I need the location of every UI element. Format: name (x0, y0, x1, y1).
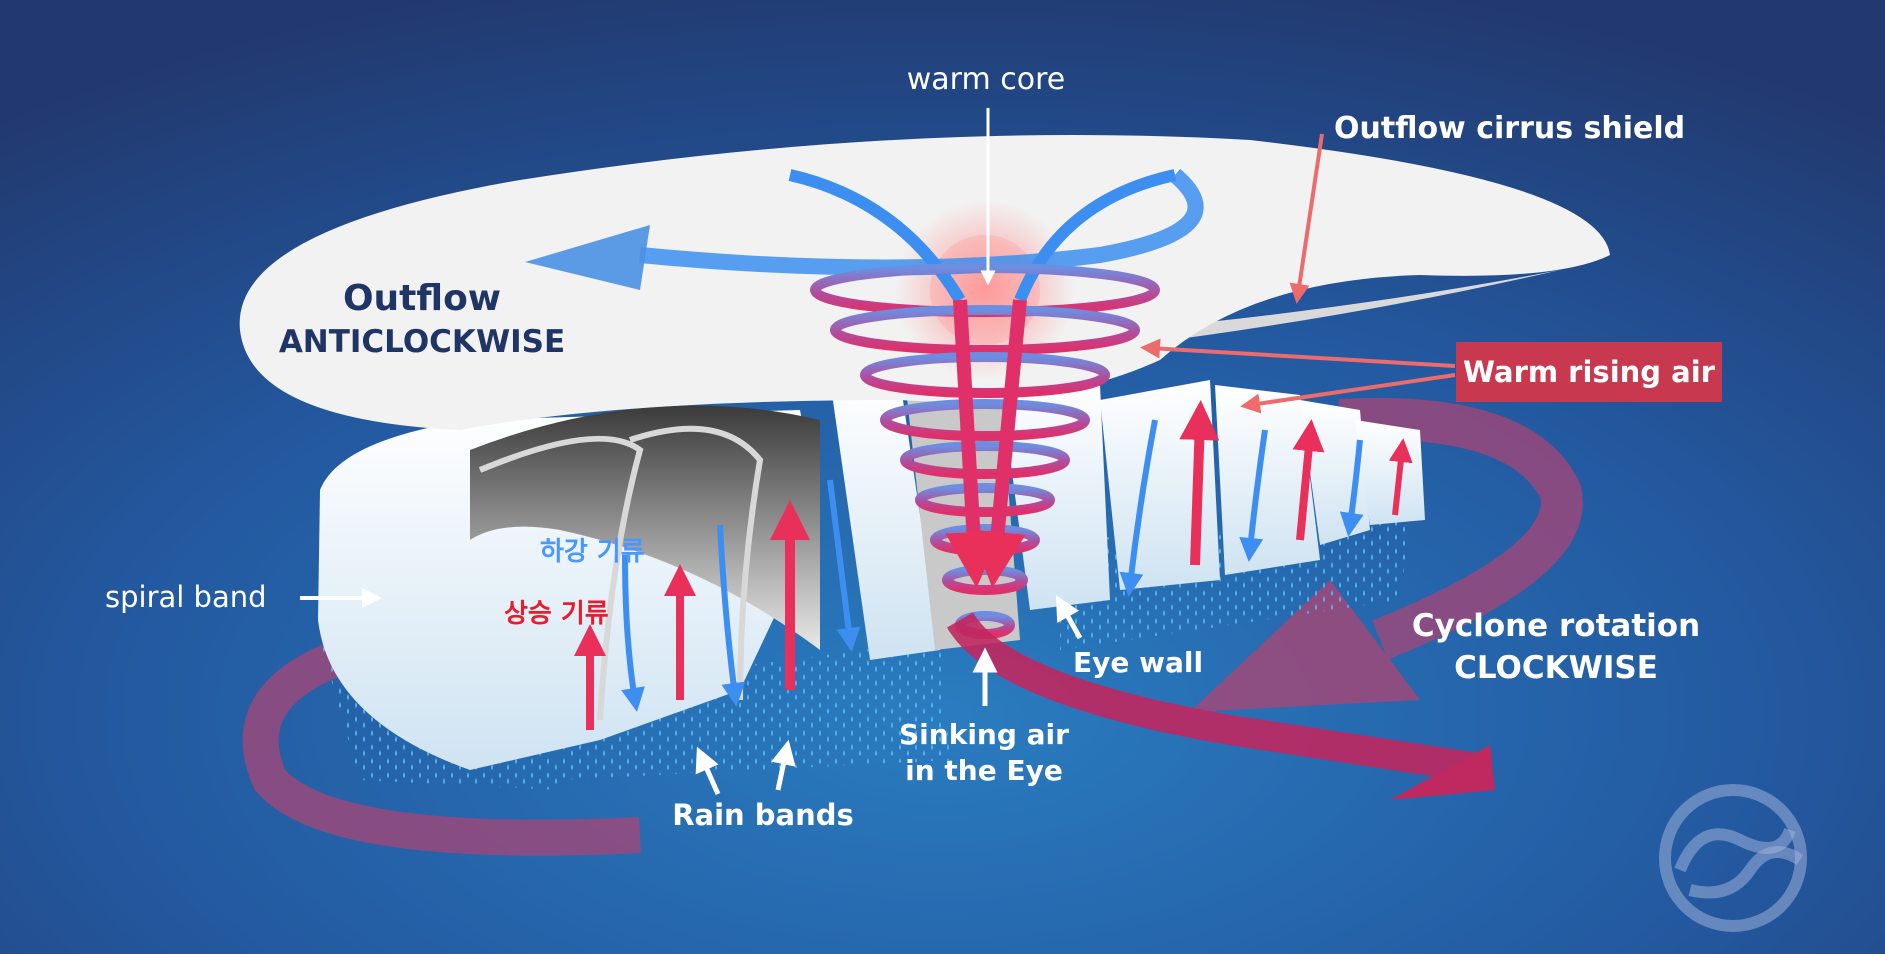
band-arrows (574, 400, 1413, 730)
warm-rising-air-pointer-2 (1240, 373, 1456, 414)
outflow-arrowhead (525, 225, 650, 290)
downdraft-arrow (827, 479, 861, 652)
eye-wall-pointer (1055, 595, 1083, 640)
outflow-arc-left (788, 169, 966, 304)
helix-downdraft-right (969, 299, 1027, 588)
sinking-air-label-line1: Sinking air (899, 718, 1069, 751)
spiral-band-inner-cave (470, 405, 820, 650)
spiral-band-ridge-2 (629, 425, 764, 701)
downdraft-arrow (1119, 419, 1158, 597)
cirrus-shield-pointer (1289, 133, 1324, 304)
cirrus-shield-label: Outflow cirrus shield (1334, 111, 1685, 146)
updraft-arrow (1179, 400, 1220, 566)
downdraft-arrow (621, 554, 645, 712)
warm-core-label: warm core (907, 62, 1065, 97)
eye-wall-left (830, 380, 940, 660)
downdraft-arrow (1339, 439, 1364, 537)
downdraft-label: 하강 기류 (540, 537, 645, 567)
warm-rising-air-pointer-1 (1140, 338, 1456, 368)
helix-outgoing-band (946, 611, 1493, 785)
rain-bands-pointer-left (695, 746, 721, 796)
outflow-label: Outflow (343, 278, 501, 319)
helix-downdraft-left (945, 299, 1002, 588)
updraft-label: 상승 기류 (504, 599, 609, 629)
rain-bands-label: Rain bands (672, 798, 854, 832)
warm-core-glow (895, 200, 1075, 380)
clockwise-label: CLOCKWISE (1454, 650, 1658, 686)
eye-wall-label: Eye wall (1073, 646, 1203, 679)
spiral-band-label: spiral band (105, 580, 267, 614)
warm-rising-air-box (1456, 342, 1722, 402)
sinking-air-label-line2: in the Eye (905, 754, 1063, 787)
anticlockwise-label: ANTICLOCKWISE (279, 324, 565, 360)
rotation-band-arrowhead (1190, 580, 1420, 712)
rain-drops-middle (560, 640, 950, 780)
rotation-band-left (242, 632, 641, 856)
downdraft-arrow (1239, 429, 1268, 562)
cyclone-rotation-label: Cyclone rotation (1412, 608, 1700, 644)
downdraft-arrow (717, 524, 746, 707)
helix-outgoing-arrowhead (1390, 745, 1495, 800)
rain-bands-pointer-right (771, 739, 796, 791)
warm-rising-air-label: Warm rising air (1463, 355, 1716, 389)
spiral-band-ridge (478, 435, 644, 721)
outflow-arc-right (1014, 169, 1177, 303)
logo-mark-icon (1659, 784, 1807, 932)
updraft-arrow (1292, 419, 1325, 541)
rotation-band-right (1338, 397, 1583, 660)
updraft-arrow (1388, 438, 1413, 516)
